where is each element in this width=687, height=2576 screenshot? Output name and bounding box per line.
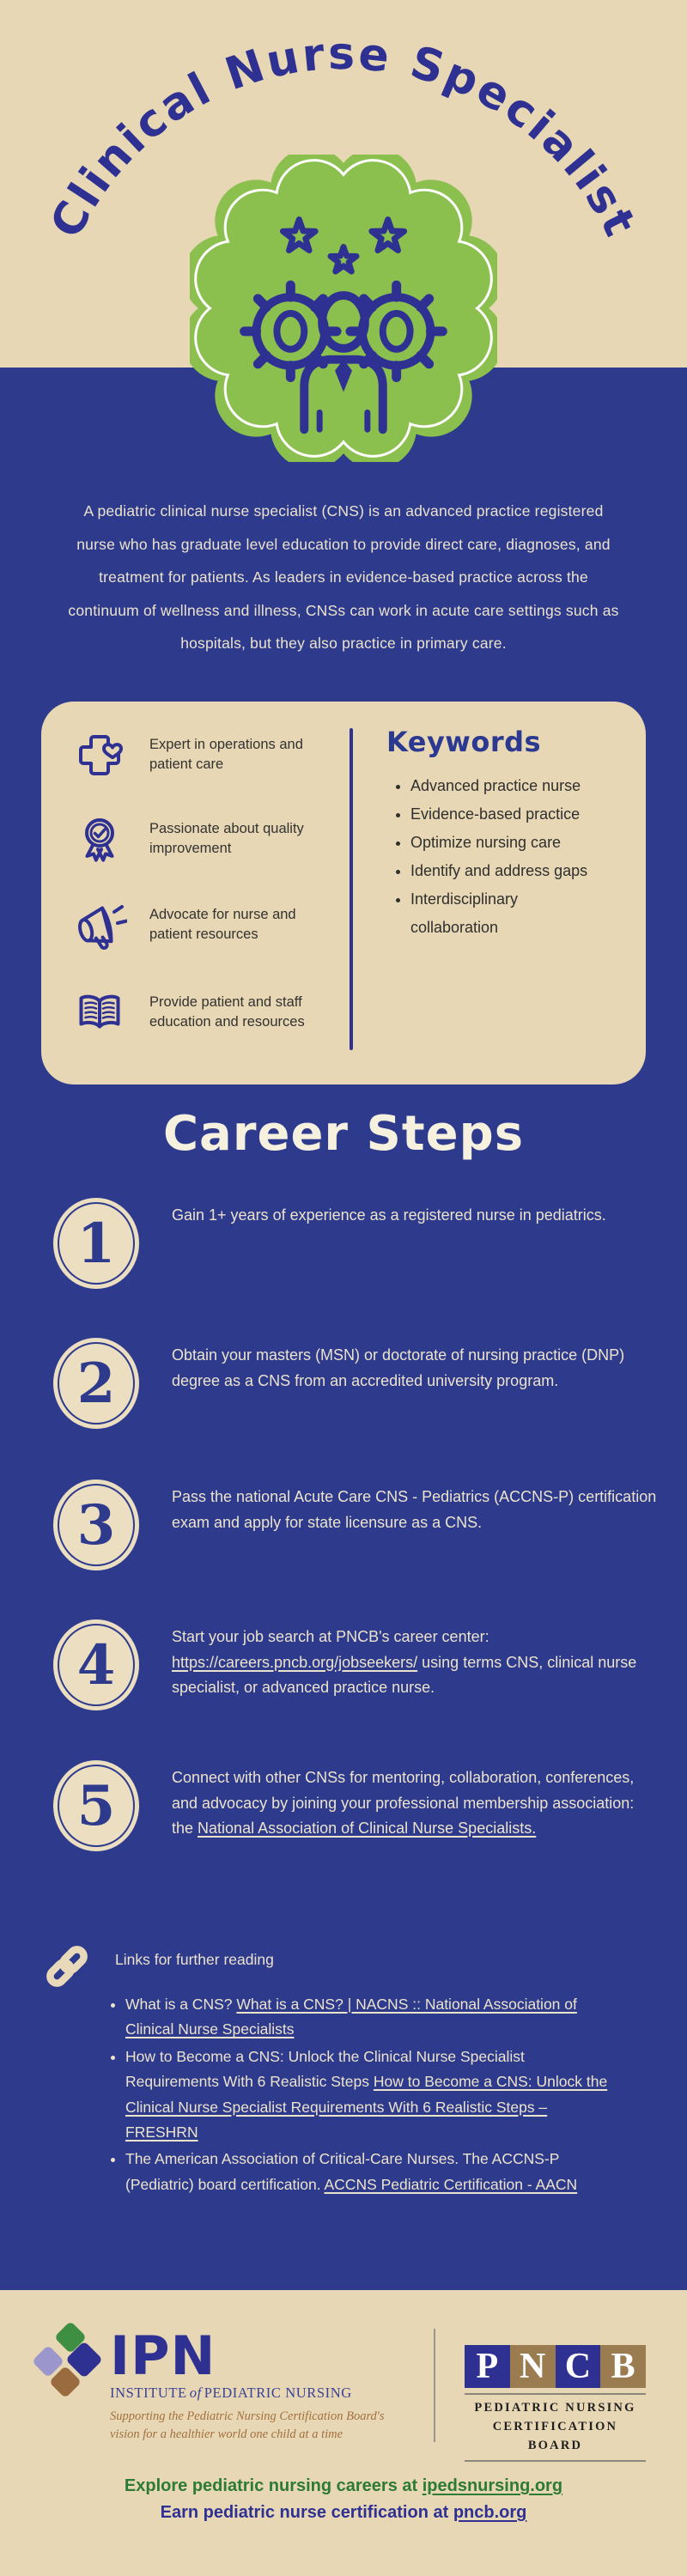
nacns-what-is-cns-link[interactable]: What is a CNS? | NACNS :: National Assoc…	[125, 1996, 577, 2038]
nacns-link[interactable]: National Association of Clinical Nurse S…	[198, 1820, 537, 1837]
step-text: Start your job search at PNCB's career c…	[172, 1628, 637, 1696]
further-reading-heading: Links for further reading	[115, 1951, 274, 1968]
medical-cross-heart-icon	[79, 735, 123, 775]
freshrn-link[interactable]: How to Become a CNS: Unlock the Clinical…	[125, 2073, 608, 2142]
card-divider	[350, 728, 353, 1050]
keywords-list: Advanced practice nurse Evidence-based p…	[393, 772, 591, 942]
trait-label: Advocate for nurse and patient resources	[149, 907, 296, 942]
trait-item: Passionate about quality improvement	[72, 811, 356, 866]
reading-link-item: How to Become a CNS: Unlock the Clinical…	[125, 2044, 620, 2146]
ipn-acronym: IPN	[110, 2324, 216, 2387]
step-number-badge: 4	[53, 1619, 139, 1710]
step-ring	[58, 1765, 135, 1847]
career-steps-heading: Career Steps	[162, 1106, 525, 1162]
keyword-item: Identify and address gaps	[410, 857, 591, 885]
reading-link-item: The American Association of Critical-Car…	[125, 2147, 620, 2197]
ipn-puzzle-logo-icon	[33, 2323, 101, 2397]
intro-paragraph: A pediatric clinical nurse specialist (C…	[68, 502, 619, 652]
ipedsnursing-link[interactable]: ipedsnursing.org	[422, 2476, 563, 2495]
explore-careers-line: Explore pediatric nursing careers at ipe…	[124, 2476, 563, 2495]
trait-item: Advocate for nurse and patient resources	[72, 897, 356, 952]
step-ring	[58, 1202, 135, 1285]
trait-item: Expert in operations and patient care	[72, 727, 356, 782]
step-text: Gain 1+ years of experience as a registe…	[172, 1206, 606, 1224]
step-number-badge: 1	[53, 1198, 139, 1289]
footer-cta: Explore pediatric nursing careers at ipe…	[0, 2473, 687, 2526]
keywords-title: Keywords	[386, 726, 542, 758]
quality-ribbon-icon	[85, 818, 114, 862]
keyword-item: Advanced practice nurse	[410, 772, 591, 800]
pncb-letter: C	[555, 2345, 601, 2388]
further-reading-list: What is a CNS? What is a CNS? | NACNS ::…	[105, 1992, 620, 2199]
open-book-icon	[79, 994, 120, 1029]
seal-scallop-shape	[190, 155, 497, 462]
megaphone-icon	[78, 905, 127, 950]
ipn-tagline: Supporting the Pediatric Nursing Certifi…	[110, 2409, 385, 2441]
pncb-subtitle: PEDIATRIC NURSING CERTIFICATION BOARD	[465, 2393, 646, 2463]
nurse-team-seal-icon	[190, 155, 497, 462]
seal-inner-ring	[194, 159, 493, 458]
footer-divider	[434, 2329, 435, 2442]
step-ring	[58, 1342, 135, 1425]
aacn-certification-link[interactable]: ACCNS Pediatric Certification - AACN	[324, 2175, 578, 2193]
step-ring	[58, 1484, 135, 1566]
step-text: Pass the national Acute Care CNS - Pedia…	[172, 1488, 657, 1531]
hero-section: Clinical Nurse Specialist	[0, 0, 687, 462]
pncb-letter: B	[600, 2345, 646, 2388]
trait-item: Provide patient and staff education and …	[72, 985, 356, 1040]
pncb-letter-squares: P N C B	[465, 2345, 646, 2388]
step-number: 2	[76, 1351, 116, 1416]
careers-pncb-link[interactable]: https://careers.pncb.org/jobseekers/	[172, 1653, 418, 1671]
trait-label: Passionate about quality improvement	[149, 821, 304, 856]
step-number: 3	[76, 1492, 116, 1558]
step-number: 1	[76, 1211, 116, 1276]
keyword-item: Optimize nursing care	[410, 829, 591, 857]
step-number: 5	[76, 1773, 116, 1838]
pncb-letter: N	[509, 2345, 556, 2388]
step-number: 4	[76, 1632, 116, 1698]
person-gears-stars-icon	[240, 220, 447, 434]
pncb-org-link[interactable]: pncb.org	[453, 2503, 527, 2522]
step-number-badge: 5	[53, 1760, 139, 1851]
pncb-letter: P	[465, 2345, 510, 2388]
keyword-item: Interdisciplinary collaboration	[410, 885, 591, 942]
step-text: Obtain your masters (MSN) or doctorate o…	[172, 1346, 625, 1389]
traits-card: Expert in operations and patient care Pa…	[41, 702, 646, 1084]
keyword-item: Evidence-based practice	[410, 800, 591, 829]
step-text: Connect with other CNSs for mentoring, c…	[172, 1769, 635, 1837]
reading-link-item: What is a CNS? What is a CNS? | NACNS ::…	[125, 1992, 620, 2043]
step-ring	[58, 1624, 135, 1706]
step-number-badge: 3	[53, 1479, 139, 1571]
trait-label: Expert in operations and patient care	[149, 737, 303, 772]
earn-certification-line: Earn pediatric nurse certification at pn…	[160, 2503, 527, 2522]
chain-link-icon	[46, 1946, 88, 1987]
step-number-badge: 2	[53, 1338, 139, 1429]
keywords-panel: Keywords Advanced practice nurse Evidenc…	[386, 726, 627, 942]
pncb-logo-block: P N C B PEDIATRIC NURSING CERTIFICATION …	[465, 2345, 646, 2463]
trait-label: Provide patient and staff education and …	[149, 994, 305, 1030]
